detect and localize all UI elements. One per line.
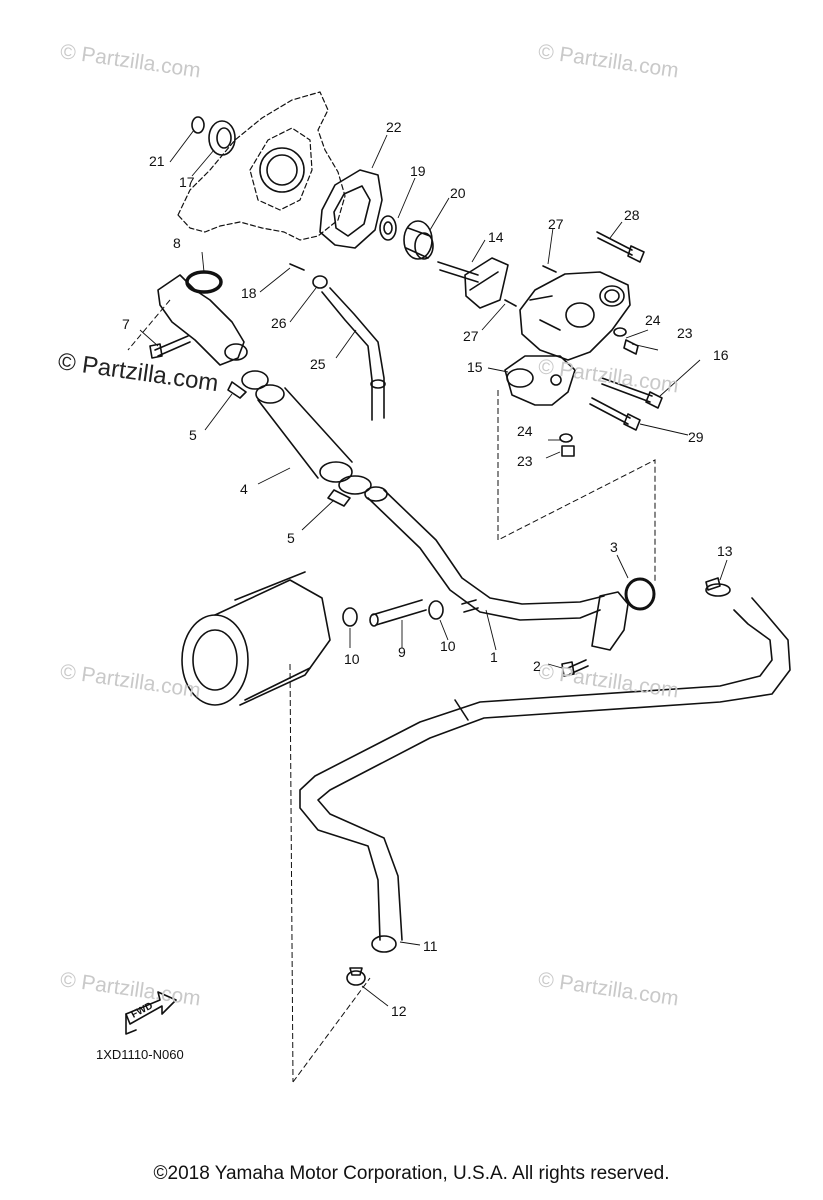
part-11-hose: [299, 597, 791, 953]
water-pipe-elbow: [157, 274, 248, 366]
part-27-dowel: [504, 265, 557, 307]
part-8-o-ring: [185, 270, 223, 294]
part-5-clamp: [227, 370, 372, 507]
part-21-circlip: [191, 116, 205, 134]
part-label-8: 8: [173, 235, 181, 251]
part-label-15: 15: [467, 359, 483, 375]
part-24-washer: [559, 327, 627, 443]
part-label-21: 21: [149, 153, 165, 169]
part-16-bolt: [601, 377, 663, 409]
part-label-16: 16: [713, 347, 729, 363]
part-label-17: 17: [179, 174, 195, 190]
part-10-clamp: [342, 600, 444, 627]
part-label-18: 18: [241, 285, 257, 301]
part-label-27b: 27: [463, 328, 479, 344]
fwd-arrow-icon: [125, 991, 177, 1035]
part-25-hose: [321, 287, 386, 421]
part-1-pipe: [364, 486, 629, 651]
part-14-impeller: [437, 257, 509, 309]
part-label-10b: 10: [440, 638, 456, 654]
water-pump-housing: [519, 271, 631, 361]
part-15-cover: [504, 355, 576, 406]
cover-seal-ring: [259, 147, 305, 193]
part-9-hose: [369, 599, 427, 627]
part-label-19: 19: [410, 163, 426, 179]
part-22-gasket: [319, 169, 383, 249]
diagram-code: 1XD1110-N060: [96, 1047, 184, 1062]
part-label-14: 14: [488, 229, 504, 245]
part-label-20: 20: [450, 185, 466, 201]
part-label-28: 28: [624, 207, 640, 223]
part-label-4: 4: [240, 481, 248, 497]
part-label-1: 1: [490, 649, 498, 665]
leader-lines: [139, 129, 728, 1007]
part-2-bolt: [561, 659, 589, 677]
part-26-clamp: [312, 275, 328, 289]
part-label-2: 2: [533, 658, 541, 674]
part-12-clamp: [346, 967, 366, 986]
part-20-mechanical-seal: [403, 220, 434, 260]
part-label-5b: 5: [287, 530, 295, 546]
part-label-3: 3: [610, 539, 618, 555]
part-label-26: 26: [271, 315, 287, 331]
crankcase-cover: [177, 91, 346, 241]
part-label-27a: 27: [548, 216, 564, 232]
part-3-o-ring: [624, 577, 656, 611]
part-label-25: 25: [310, 356, 326, 372]
part-label-11: 11: [423, 938, 438, 954]
copyright-text: ©2018 Yamaha Motor Corporation, U.S.A. A…: [153, 1163, 670, 1184]
guide-lines: [127, 299, 656, 1083]
part-7-bolt: [149, 335, 191, 359]
part-label-29: 29: [688, 429, 704, 445]
hose-stub: [461, 599, 479, 613]
part-label-9: 9: [398, 644, 406, 660]
part-label-10a: 10: [344, 651, 360, 667]
part-label-7: 7: [122, 316, 130, 332]
part-18-pin: [289, 263, 305, 271]
part-29-bolt: [589, 397, 641, 431]
part-label-5a: 5: [189, 427, 197, 443]
part-4-hose: [255, 384, 353, 483]
part-19-oil-seal: [379, 215, 397, 241]
part-label-24a: 24: [645, 312, 661, 328]
part-17-bearing: [208, 120, 236, 156]
part-label-24b: 24: [517, 423, 533, 439]
part-label-13: 13: [717, 543, 733, 559]
part-28-bolt: [596, 231, 645, 263]
part-label-22: 22: [386, 119, 402, 135]
part-label-23b: 23: [517, 453, 533, 469]
oil-filter: [181, 571, 331, 706]
part-label-12: 12: [391, 1003, 407, 1019]
part-label-23a: 23: [677, 325, 693, 341]
part-13-clamp: [705, 577, 731, 597]
